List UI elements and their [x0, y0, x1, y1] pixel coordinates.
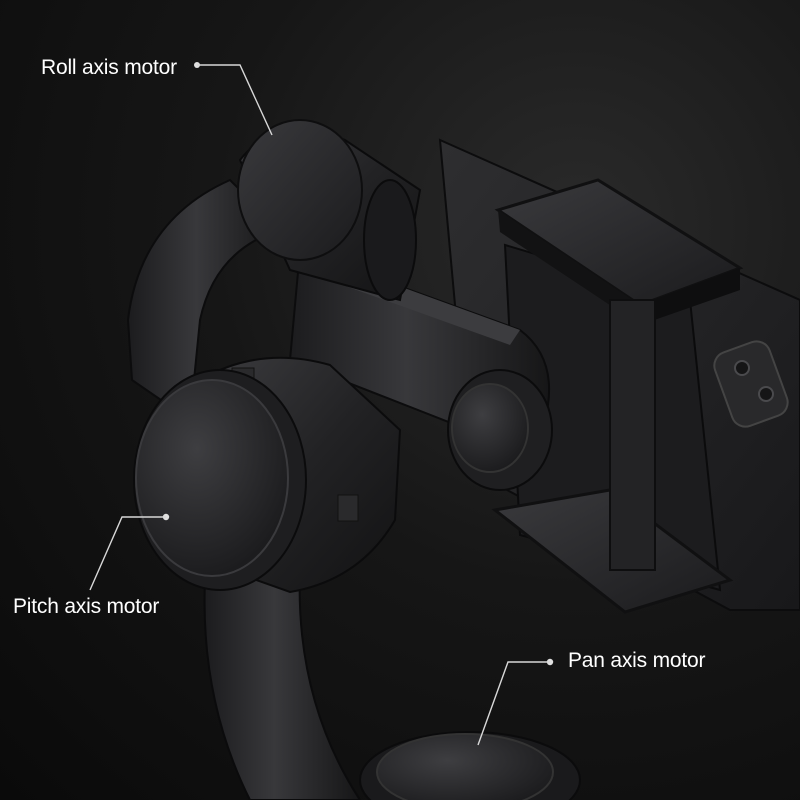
roll-axis-motor-label: Roll axis motor [41, 56, 177, 79]
phone-clamp [491, 178, 744, 614]
phone-lens-icon [734, 360, 750, 376]
callout-pitch [89, 513, 170, 591]
pitch-axis-motor [133, 356, 402, 594]
gimbal-handle [203, 568, 362, 800]
callout-roll [194, 62, 273, 136]
pan-axis-motor-label: Pan axis motor [568, 649, 706, 672]
callout-pan [477, 658, 554, 746]
phone-lens-icon [758, 386, 774, 402]
roll-axis-motor [237, 119, 422, 302]
pitch-axis-motor-label: Pitch axis motor [13, 595, 160, 618]
vertical-arm [126, 178, 282, 422]
pan-axis-motor [359, 731, 581, 800]
phone-camera-bump [713, 340, 789, 428]
adjustment-knob [447, 369, 553, 491]
